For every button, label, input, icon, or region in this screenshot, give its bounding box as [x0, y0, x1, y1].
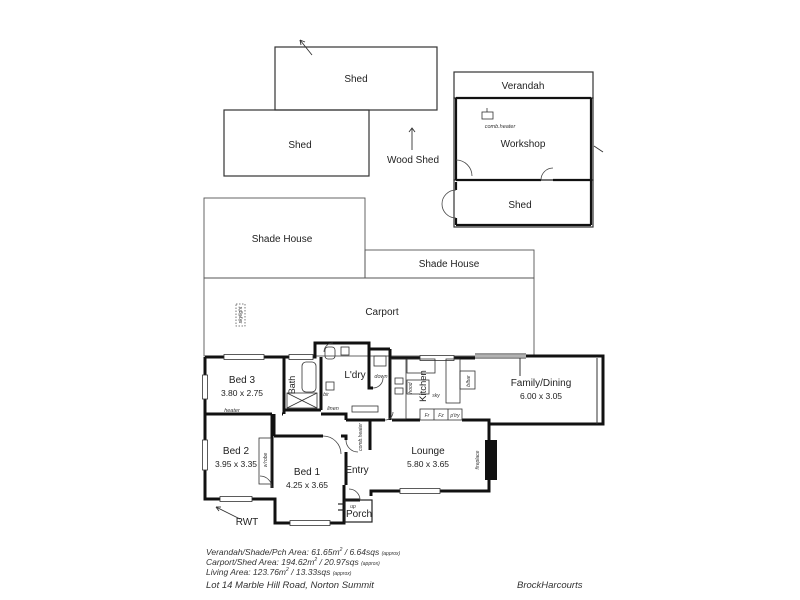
wrobe-label: w'robe — [263, 452, 269, 467]
bed3-name: Bed 3 — [229, 375, 256, 386]
workshop-label: Workshop — [501, 139, 546, 150]
shade-house-1-label: Shade House — [252, 234, 313, 245]
laundry-label: L'dry — [344, 370, 365, 381]
bir-label: bir — [323, 392, 329, 398]
shed-top-label: Shed — [344, 74, 367, 85]
lounge-size: 5.80 x 3.65 — [407, 459, 449, 469]
bbar-label: b/bar — [466, 375, 472, 387]
shed-left-outline — [223, 109, 370, 177]
skylight-symbol — [235, 303, 246, 327]
rwt-label: RWT — [236, 517, 259, 528]
bed1-name: Bed 1 — [294, 467, 321, 478]
verandah-label: Verandah — [502, 81, 545, 92]
heater-label: heater — [224, 408, 241, 414]
comb-heater-workshop-label: comb.heater — [485, 124, 517, 130]
bed3-size: 3.80 x 2.75 — [221, 388, 263, 398]
bed1-size: 4.25 x 3.65 — [286, 480, 328, 490]
carport-label: Carport — [365, 307, 399, 318]
fr-label: Fr — [425, 413, 430, 419]
fireplace-block — [485, 440, 497, 480]
family-name: Family/Dining — [511, 378, 572, 389]
sky-label: sky — [432, 393, 440, 399]
bed2-size: 3.95 x 3.35 — [215, 459, 257, 469]
fireplace-label: fireplace — [475, 450, 481, 469]
skylight-label: skylight — [238, 306, 244, 323]
bath-label: Bath — [287, 376, 297, 395]
shed-left-label: Shed — [288, 140, 311, 151]
family-size: 6.00 x 3.05 — [520, 391, 562, 401]
up-label: up — [350, 504, 356, 510]
porch-label: Porch — [346, 509, 372, 520]
hood-label: hood — [408, 382, 414, 393]
entry-label: Entry — [345, 465, 368, 476]
wood-shed-label: Wood Shed — [387, 155, 439, 166]
comb-heater-label: comb.heater — [358, 423, 364, 451]
shed-lower-label: Shed — [508, 200, 531, 211]
ptry-label: p'try — [449, 413, 460, 419]
lounge-name: Lounge — [411, 446, 445, 457]
fz-label: Fz — [438, 413, 444, 419]
down-label: down — [374, 374, 387, 380]
kitchen-label: Kitchen — [418, 370, 429, 402]
linen-label: linen — [327, 406, 339, 412]
shade-house-2-label: Shade House — [419, 259, 480, 270]
bed2-name: Bed 2 — [223, 446, 250, 457]
